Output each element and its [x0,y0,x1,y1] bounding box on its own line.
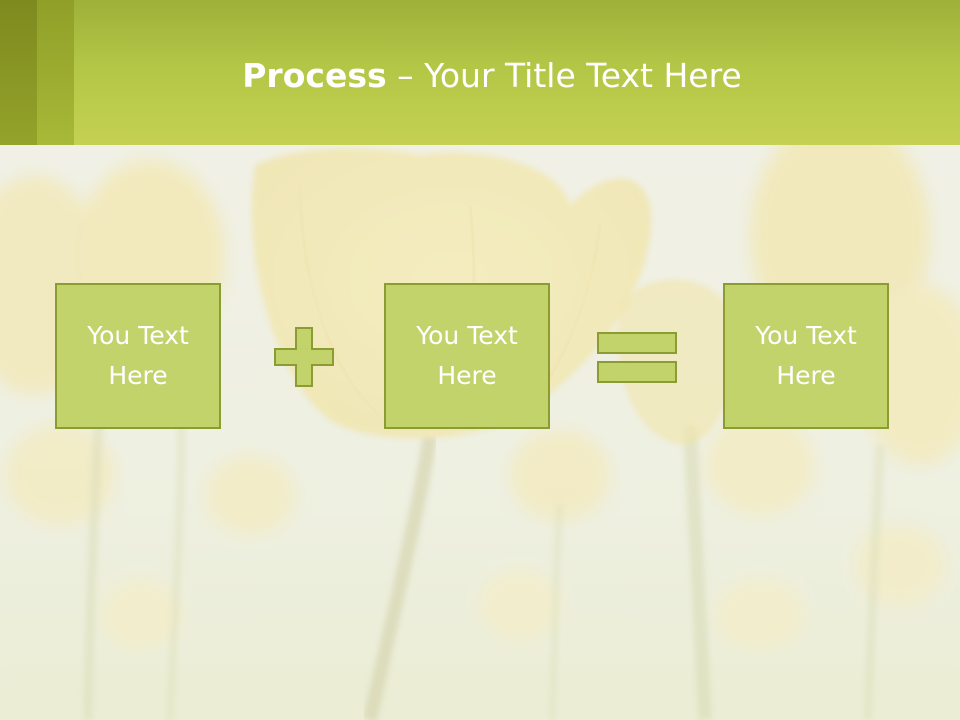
process-box-1[interactable]: You Text Here [55,283,221,429]
slide-title[interactable]: Process – Your Title Text Here [0,0,960,150]
slide-title-bold: Process [242,55,387,95]
process-box-2[interactable]: You Text Here [384,283,550,429]
equals-icon[interactable] [596,331,678,384]
process-box-text: You Text [755,321,857,350]
title-accent-stripe [37,0,74,145]
title-accent-stripe [0,0,37,145]
tulip-background-image [0,145,960,720]
process-box-text: Here [776,361,836,390]
process-box-text: Here [108,361,168,390]
plus-icon[interactable] [273,326,335,388]
process-box-text: You Text [416,321,518,350]
title-band: Process – Your Title Text Here [0,0,960,145]
process-box-text: Here [437,361,497,390]
slide-title-rest: – Your Title Text Here [386,55,742,95]
process-box-3[interactable]: You Text Here [723,283,889,429]
process-box-text: You Text [87,321,189,350]
